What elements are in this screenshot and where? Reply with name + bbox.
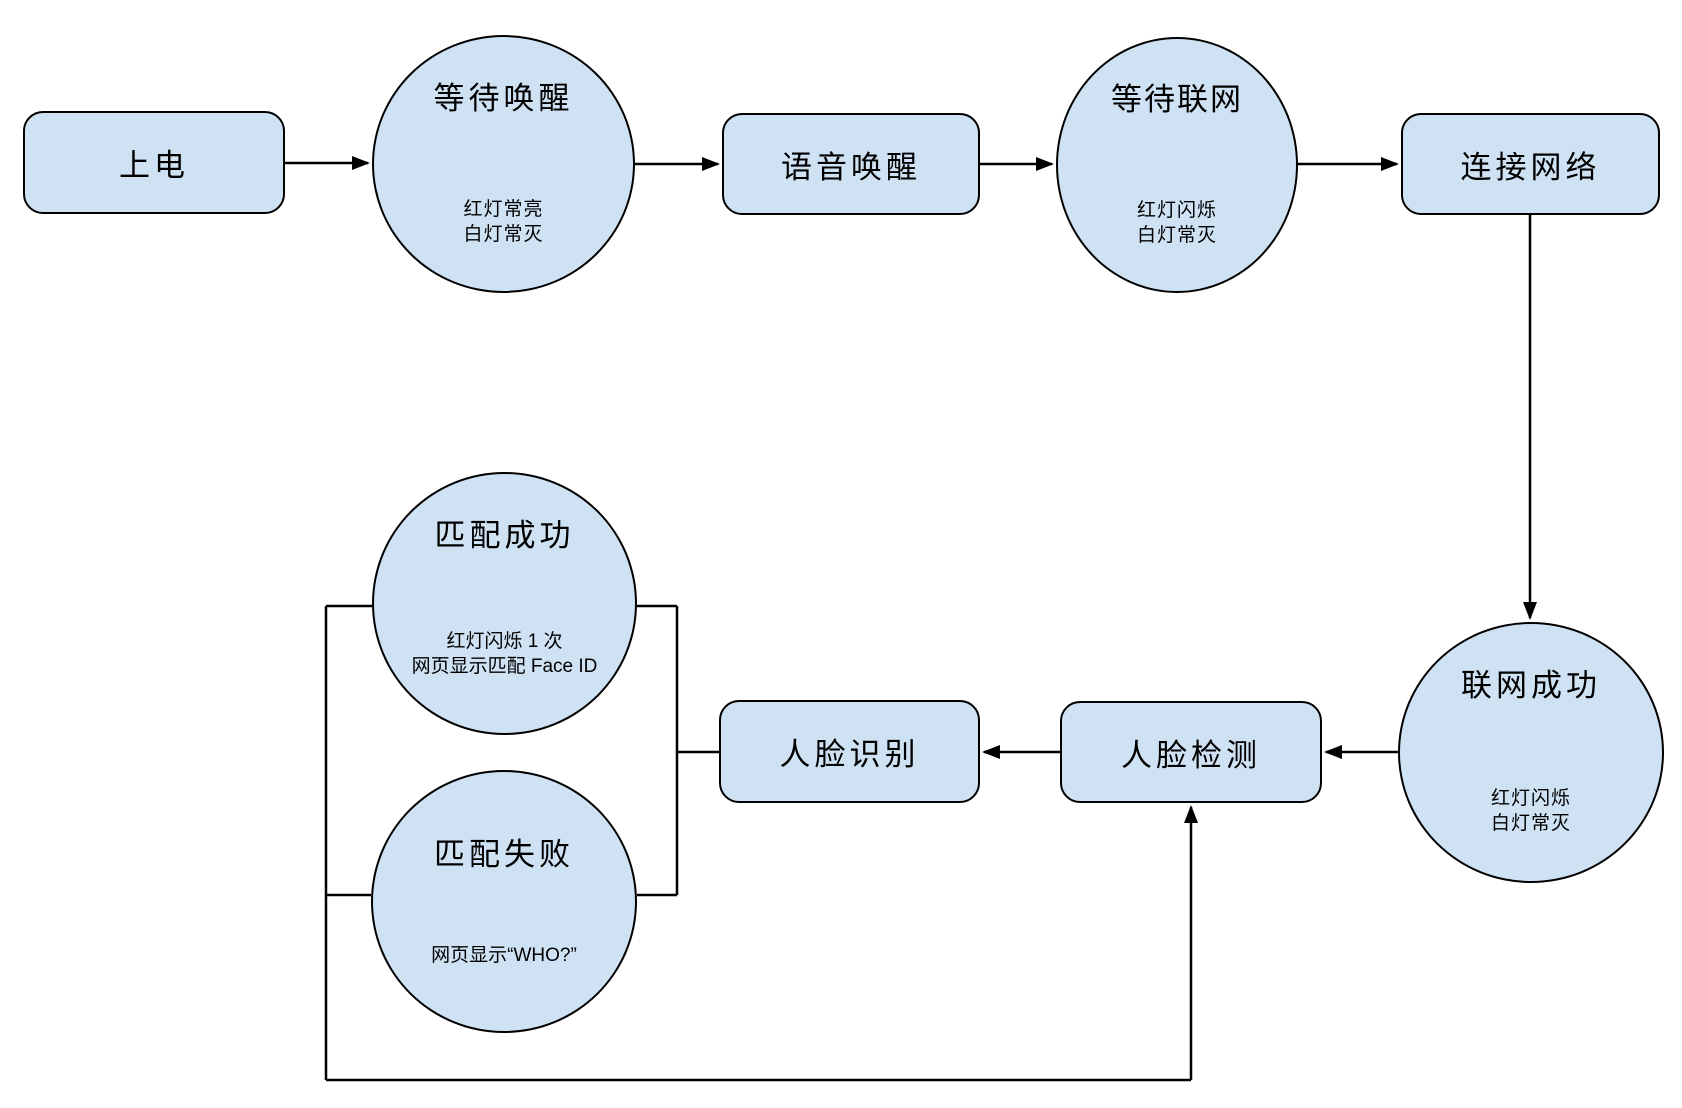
node-face-recog-label: 人脸识别 <box>779 737 920 772</box>
node-wait-net: 等待联网 红灯闪烁 白灯常灭 <box>1056 37 1298 293</box>
node-match-fail-label: 匹配失败 <box>434 836 574 872</box>
node-match-fail-status: 网页显示“WHO?” <box>373 943 635 968</box>
status-line: 白灯常灭 <box>1490 812 1571 834</box>
node-wait-wake: 等待唤醒 红灯常亮 白灯常灭 <box>372 35 635 293</box>
node-wait-net-status: 红灯闪烁 白灯常灭 <box>1058 198 1296 248</box>
status-line: 网页显示“WHO?” <box>431 944 577 966</box>
node-match-ok-label: 匹配成功 <box>434 518 575 554</box>
status-line: 白灯常灭 <box>1136 224 1217 246</box>
node-face-detect: 人脸检测 <box>1060 701 1322 803</box>
node-voice-wake: 语音唤醒 <box>722 113 980 215</box>
node-wait-net-label: 等待联网 <box>1111 82 1243 118</box>
status-line: 白灯常灭 <box>463 224 544 246</box>
node-power-label: 上电 <box>119 148 189 183</box>
node-face-detect-label: 人脸检测 <box>1121 737 1261 773</box>
node-connect-net-label: 连接网络 <box>1460 149 1601 185</box>
node-face-recog: 人脸识别 <box>719 700 980 803</box>
node-match-ok: 匹配成功 红灯闪烁 1 次 网页显示匹配 Face ID <box>372 472 637 735</box>
node-wait-wake-status: 红灯常亮 白灯常灭 <box>374 197 633 247</box>
node-net-ok: 联网成功 红灯闪烁 白灯常灭 <box>1398 622 1664 883</box>
node-wait-wake-label: 等待唤醒 <box>433 80 574 116</box>
status-line: 红灯闪烁 1 次 <box>446 631 563 653</box>
node-net-ok-status: 红灯闪烁 白灯常灭 <box>1400 786 1662 836</box>
node-match-ok-status: 红灯闪烁 1 次 网页显示匹配 Face ID <box>374 629 635 679</box>
status-line: 网页显示匹配 Face ID <box>411 656 598 678</box>
node-connect-net: 连接网络 <box>1401 113 1660 215</box>
node-net-ok-label: 联网成功 <box>1461 667 1601 703</box>
node-voice-wake-label: 语音唤醒 <box>781 149 921 185</box>
status-line: 红灯常亮 <box>463 199 544 221</box>
status-line: 红灯闪烁 <box>1490 787 1571 809</box>
node-power: 上电 <box>23 111 285 214</box>
node-match-fail: 匹配失败 网页显示“WHO?” <box>371 770 637 1033</box>
status-line: 红灯闪烁 <box>1136 199 1217 221</box>
